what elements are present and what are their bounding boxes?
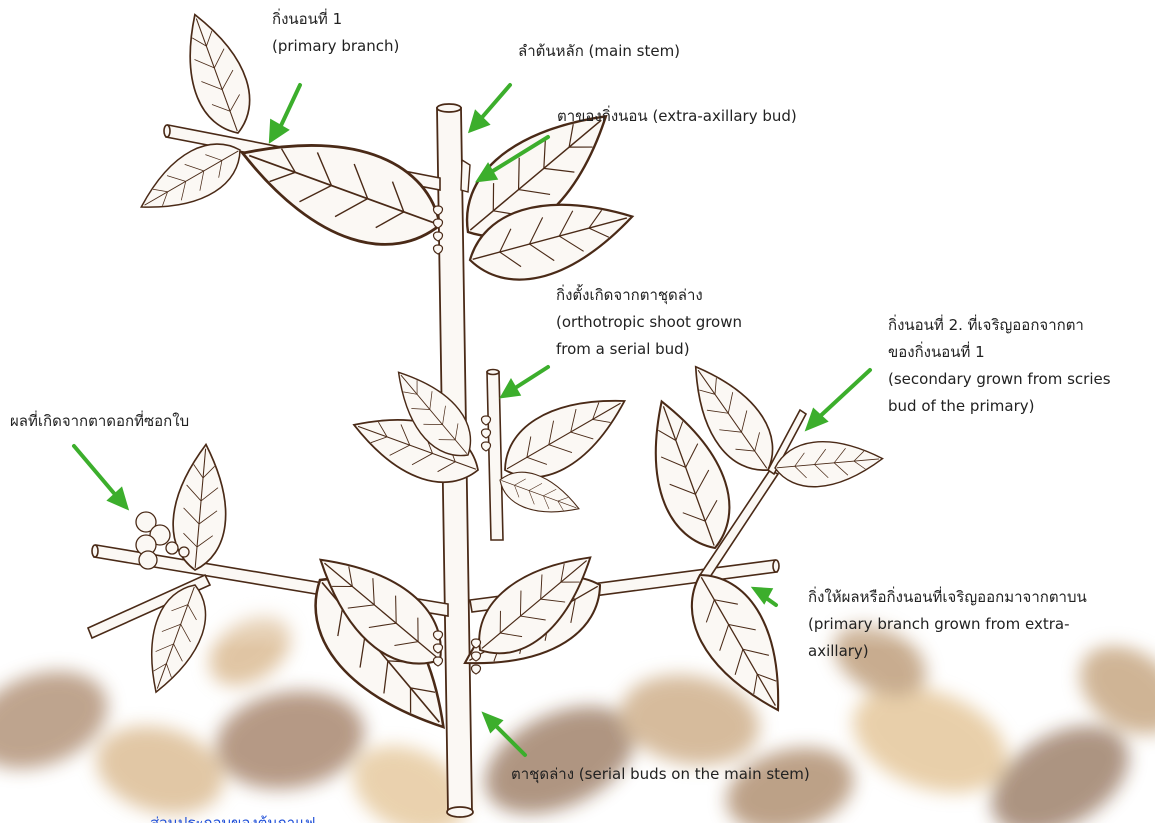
leaf — [134, 577, 217, 700]
arrow-fruiting-branch — [755, 589, 776, 605]
serial-bud — [472, 665, 481, 674]
label-extra-axillary-bud: ตาของกิ่งนอน (extra-axillary bud) — [557, 103, 797, 130]
leaf — [170, 6, 262, 142]
arrow-orthotropic-shoot — [503, 367, 548, 396]
cut-off-caption: ส่วนประกอบของต้นกาแฟ — [150, 810, 315, 823]
label-orthotropic-shoot: กิ่งตั้งเกิดจากตาชุดล่าง (orthotropic sh… — [556, 282, 742, 363]
label-serial-buds: ตาชุดล่าง (serial buds on the main stem) — [511, 761, 810, 788]
label-secondary-branch: กิ่งนอนที่ 2. ที่เจริญออกจากตา ของกิ่งนอ… — [888, 312, 1111, 420]
arrow-main-stem — [471, 85, 510, 130]
arrow-primary-branch — [271, 85, 300, 140]
label-primary-branch: กิ่งนอนที่ 1 (primary branch) — [272, 6, 399, 60]
label-main-stem: ลำต้นหลัก (main stem) — [518, 38, 680, 65]
leaf — [228, 112, 455, 265]
serial-bud — [434, 657, 443, 666]
label-fruiting-branch: กิ่งให้ผลหรือกิ่งนอนที่เจริญออกมาจากตาบน… — [808, 584, 1087, 665]
label-fruit: ผลที่เกิดจากตาดอกที่ซอกใบ — [10, 408, 189, 435]
arrow-serial-buds — [485, 715, 525, 755]
arrow-fruit — [74, 446, 126, 507]
leaf — [672, 559, 806, 726]
arrow-secondary-branch — [808, 370, 870, 428]
orthotropic-shoot — [487, 370, 503, 541]
